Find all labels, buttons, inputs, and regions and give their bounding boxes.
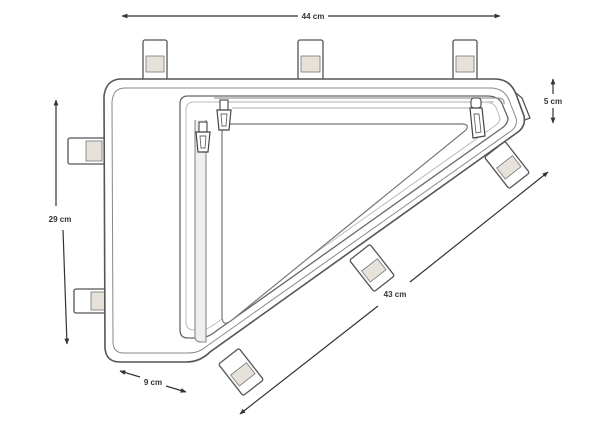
dimension-line-diagonal	[409, 171, 549, 283]
velcro-strap-icon	[142, 39, 168, 81]
velcro-strap-icon	[218, 348, 264, 396]
inner-panel-highlight	[185, 101, 501, 331]
inner-triangle	[221, 123, 468, 324]
velcro-strap-icon	[349, 244, 395, 292]
dimension-line-depth-bottom	[119, 370, 141, 378]
dimension-label-diagonal: 43 cm	[384, 290, 407, 299]
dimension-lines: 44 cm 29 cm 5 cm 43 cm 9 cm	[49, 12, 562, 415]
dimension-label-height: 29 cm	[49, 215, 72, 224]
dimension-line-left-lower	[62, 229, 70, 345]
dimension-line-diagonal-lower	[239, 305, 379, 415]
zipper-tracks	[194, 97, 505, 343]
dimension-label-depth-right: 5 cm	[544, 97, 562, 106]
zipper-pull-icon	[469, 97, 486, 139]
dimension-line-depth-bottom-right	[165, 385, 187, 393]
inner-seam	[111, 87, 517, 354]
diagonal-straps	[218, 141, 530, 396]
dimension-label-depth-bottom: 9 cm	[144, 378, 162, 387]
top-straps	[142, 39, 478, 81]
zipper-track-left	[194, 120, 207, 343]
zipper-track-top	[214, 97, 505, 105]
zipper-pull-icon	[195, 121, 211, 153]
bag-body	[103, 78, 531, 363]
dimension-label-width: 44 cm	[302, 12, 325, 21]
velcro-strap-icon	[452, 39, 478, 81]
velcro-strap-icon	[297, 39, 324, 81]
zipper-pull-icon	[216, 99, 232, 131]
